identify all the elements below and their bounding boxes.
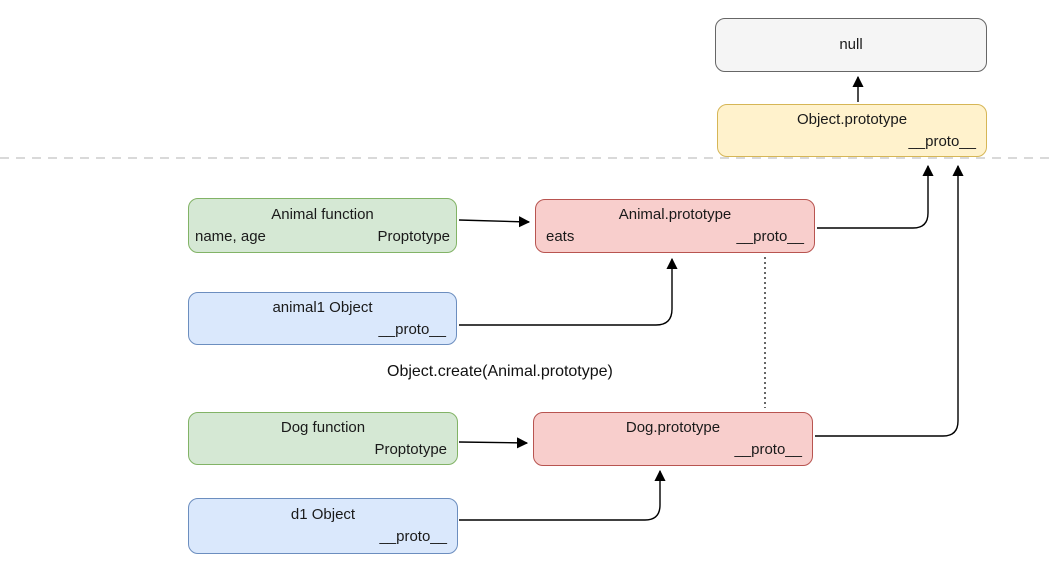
dog-prototype-proto-slot: __proto__ [734, 441, 802, 458]
animal1-object-title: animal1 Object [272, 298, 373, 316]
d1-object-title: d1 Object [290, 506, 356, 523]
animal-function-node: Animal function name, age Proptotype [188, 198, 457, 253]
arrow-dog-prototype-to-object-prototype [815, 164, 964, 437]
animal-function-slots: name, age Proptotype [189, 226, 456, 248]
object-prototype-node: Object.prototype __proto__ [717, 104, 987, 157]
dog-prototype-title: Dog.prototype [625, 419, 721, 436]
object-create-annotation: Object.create(Animal.prototype) [387, 363, 613, 380]
arrow-d1-to-dog-prototype [459, 469, 666, 521]
animal-function-title: Animal function [271, 205, 374, 223]
animal-prototype-title: Animal.prototype [618, 206, 732, 223]
arrow-animal1-to-animal-prototype [459, 257, 678, 326]
null-node: null [715, 18, 987, 72]
object-prototype-title: Object.prototype [796, 110, 908, 128]
dog-function-prototype-slot: Proptotype [374, 440, 447, 458]
animal-prototype-slots: eats __proto__ [536, 226, 814, 248]
animal-function-prototype-slot: Proptotype [377, 227, 450, 245]
object-prototype-proto-slot: __proto__ [908, 132, 976, 150]
d1-object-slots: __proto__ [189, 526, 457, 548]
animal-prototype-node: Animal.prototype eats __proto__ [535, 199, 815, 253]
animal1-object-node: animal1 Object __proto__ [188, 292, 457, 345]
d1-object-proto-slot: __proto__ [379, 528, 447, 545]
d1-object-node: d1 Object __proto__ [188, 498, 458, 554]
animal-function-fields: name, age [195, 227, 266, 245]
dog-function-slots: Proptotype [189, 439, 457, 461]
arrow-animal-prototype-to-object-prototype [817, 164, 934, 229]
animal-prototype-eats-slot: eats [546, 228, 575, 245]
null-node-label: null [839, 36, 863, 53]
arrow-animal-function-to-animal-prototype [458, 216, 531, 228]
animal-prototype-proto-slot: __proto__ [736, 228, 804, 245]
object-prototype-slots: __proto__ [718, 131, 986, 153]
arrow-dog-function-to-dog-prototype [458, 437, 529, 449]
dog-function-node: Dog function Proptotype [188, 412, 458, 465]
dog-prototype-node: Dog.prototype __proto__ [533, 412, 813, 466]
animal1-object-proto-slot: __proto__ [378, 320, 446, 338]
dog-prototype-slots: __proto__ [534, 439, 812, 461]
dog-function-title: Dog function [280, 418, 366, 436]
animal1-object-slots: __proto__ [189, 319, 456, 341]
